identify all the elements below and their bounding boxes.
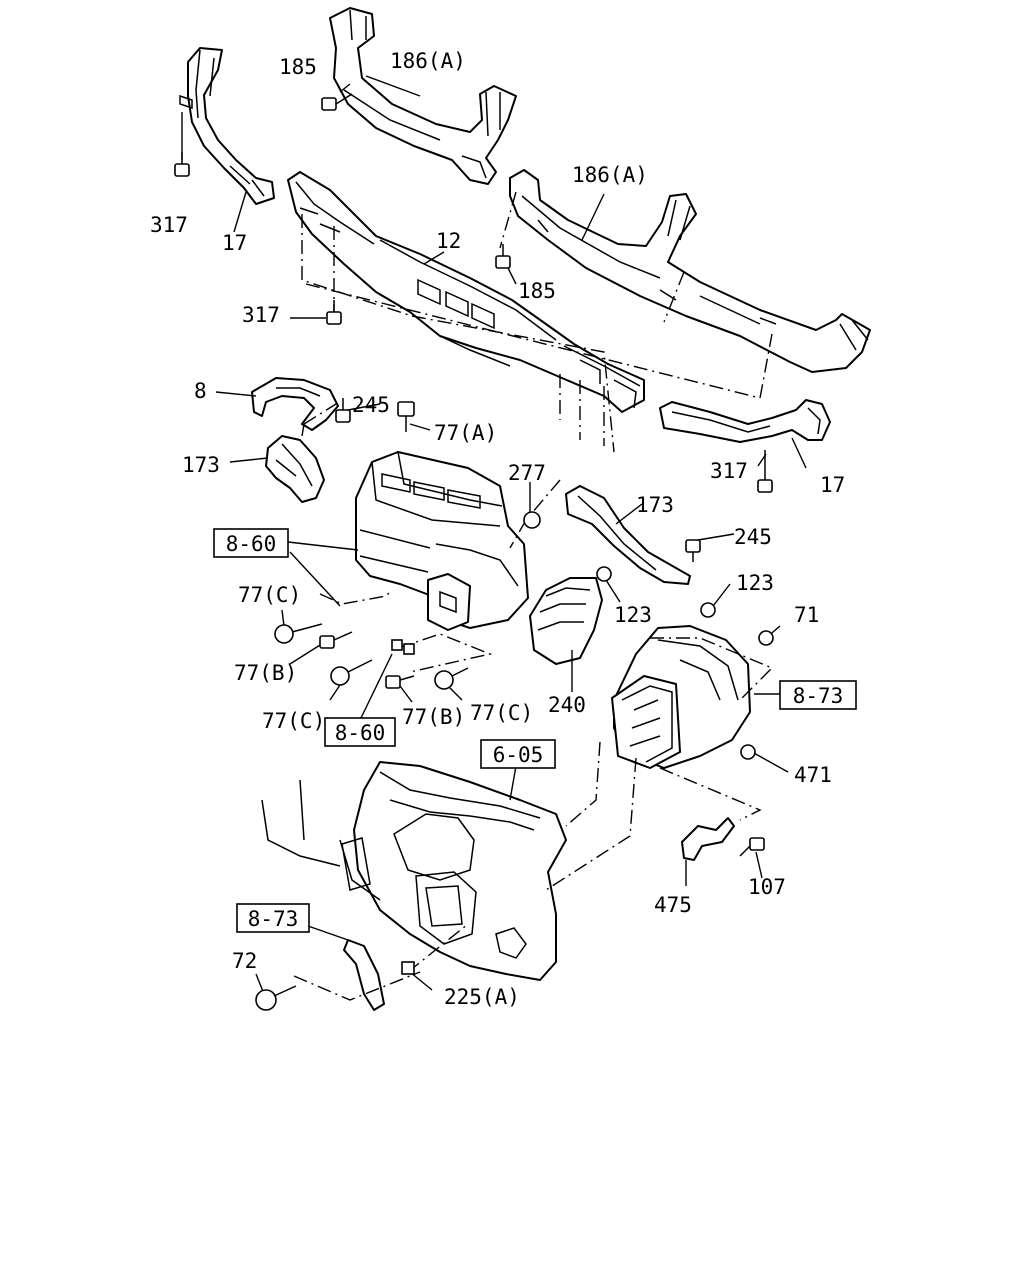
nut-71-icon: [758, 630, 774, 646]
label-77a: 77(A): [434, 421, 497, 445]
label-186a-lower: 186(A): [572, 163, 648, 187]
label-123-lower: 123: [614, 603, 652, 627]
svg-text:8-73: 8-73: [793, 684, 844, 708]
label-123-upper: 123: [736, 571, 774, 595]
bolt-72-icon: [255, 985, 297, 1011]
label-17-right: 17: [820, 473, 845, 497]
bracket-475: [681, 817, 735, 861]
bolt-185-upper-icon: [321, 93, 353, 111]
label-72: 72: [232, 949, 257, 973]
svg-text:8-73: 8-73: [248, 907, 299, 931]
label-173-right: 173: [636, 493, 674, 517]
label-471: 471: [794, 763, 832, 787]
bolt-77c-mid-icon: [330, 659, 373, 686]
part-labels: 185 186(A) 317 17 186(A) 12 185 317 8 24…: [150, 49, 845, 1009]
duct-186a-upper: [329, 7, 517, 185]
bolt-245-left-icon: [335, 398, 351, 423]
blower-unit: [611, 625, 751, 769]
nut-123-upper-icon: [700, 602, 716, 618]
label-186a-upper: 186(A): [390, 49, 466, 73]
label-185-lower: 185: [518, 279, 556, 303]
ref-box-6-05[interactable]: 6-05: [480, 739, 556, 769]
clip-225a-icon: [401, 961, 415, 975]
label-245-left: 245: [352, 393, 390, 417]
label-277: 277: [508, 461, 546, 485]
bolt-77a-icon: [397, 401, 415, 432]
label-173-left: 173: [182, 453, 220, 477]
label-317-left: 317: [150, 213, 188, 237]
bolt-317-left-icon: [174, 152, 190, 177]
label-77c-lower-right: 77(C): [470, 701, 533, 725]
svg-text:8-60: 8-60: [226, 532, 277, 556]
label-225a: 225(A): [444, 985, 520, 1009]
label-8: 8: [194, 379, 207, 403]
duct-17-right: [659, 399, 831, 443]
bolt-77c-lower-icon: [434, 667, 469, 690]
bolt-107-icon: [739, 837, 765, 857]
ref-box-8-73-right[interactable]: 8-73: [779, 680, 857, 710]
label-185-upper: 185: [279, 55, 317, 79]
duct-17-left: [179, 47, 275, 205]
clip-8-60-icon: [391, 639, 415, 655]
bolt-77b-upper-icon: [319, 631, 353, 649]
assembly-lines: [293, 191, 774, 1001]
ref-box-8-60-upper[interactable]: 8-60: [213, 528, 289, 558]
bolt-77b-lower-icon: [385, 675, 415, 689]
bracket-8: [251, 377, 339, 431]
nut-471-icon: [740, 744, 756, 760]
label-77c-lower-left: 77(C): [262, 709, 325, 733]
label-12: 12: [436, 229, 461, 253]
dash-panel: [261, 761, 567, 981]
label-317-right: 317: [710, 459, 748, 483]
duct-173-right: [565, 485, 691, 585]
label-240: 240: [548, 693, 586, 717]
ref-box-8-60-lower[interactable]: 8-60: [324, 717, 396, 747]
bolt-77c-upper-icon: [274, 623, 323, 644]
label-17-left: 17: [222, 231, 247, 255]
fasteners: [174, 93, 774, 1011]
nut-277-icon: [523, 511, 541, 529]
bracket-72: [343, 939, 385, 1011]
label-475: 475: [654, 893, 692, 917]
label-77b-left: 77(B): [234, 661, 297, 685]
label-77c-upper: 77(C): [238, 583, 301, 607]
bolt-317-right-icon: [757, 450, 773, 493]
bolt-185-lower-icon: [495, 244, 511, 269]
label-71: 71: [794, 603, 819, 627]
label-317-center: 317: [242, 303, 280, 327]
bolt-245-right-icon: [685, 539, 701, 562]
label-107: 107: [748, 875, 786, 899]
label-245-right: 245: [734, 525, 772, 549]
label-77b-lower: 77(B): [402, 705, 465, 729]
ref-box-8-73-left[interactable]: 8-73: [236, 903, 310, 933]
bolt-317-center-icon: [326, 300, 342, 325]
bracket-240: [529, 577, 603, 665]
svg-text:8-60: 8-60: [335, 721, 386, 745]
svg-text:6-05: 6-05: [493, 743, 544, 767]
nozzle-12: [287, 171, 645, 413]
heater-unit: [355, 451, 529, 631]
nut-123-lower-icon: [596, 566, 612, 582]
duct-173-left: [265, 435, 325, 503]
